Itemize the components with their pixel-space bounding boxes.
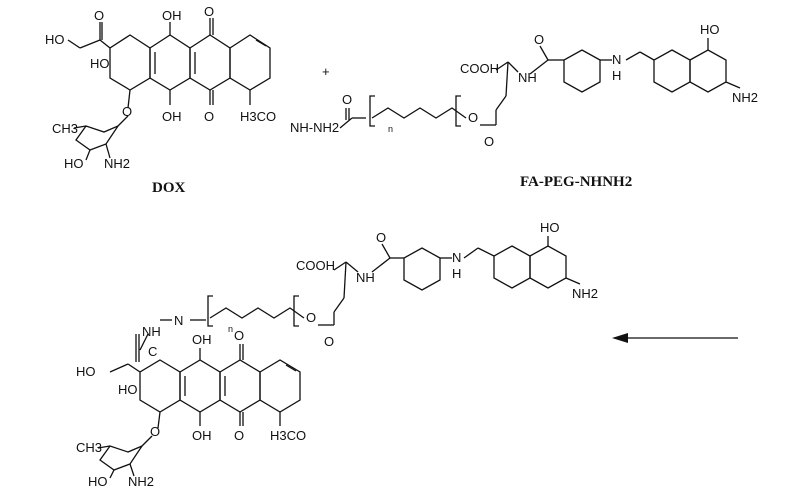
dox-sugar-ho: HO xyxy=(64,156,84,171)
conj-cooh: COOH xyxy=(296,258,335,273)
conj-side-ho: HO xyxy=(76,364,96,379)
fa-amine-nh: N xyxy=(612,52,621,67)
dox-hydroxyl-bottom: OH xyxy=(162,109,182,124)
dox-name: DOX xyxy=(152,180,186,196)
conj-peg-repeat-n: n xyxy=(228,324,233,334)
fa-peg-o: O xyxy=(468,110,478,125)
fa-amide-o: O xyxy=(534,32,544,47)
dox-sugar-nh2: NH2 xyxy=(104,156,130,171)
fa-pteridine-nh2: NH2 xyxy=(732,90,758,105)
conj-ketone-top-o: O xyxy=(234,328,244,343)
fa-peg-repeat-n: n xyxy=(388,124,393,134)
dox-ring-ho: HO xyxy=(90,56,110,71)
fa-cooh: COOH xyxy=(460,61,499,76)
conj-sugar-ch3: CH3 xyxy=(76,440,102,455)
fa-amide-nh: NH xyxy=(518,70,537,85)
conj-amine-n: N xyxy=(452,250,461,265)
fa-hydrazide-nhnh2: NH-NH2 xyxy=(290,120,339,135)
dox-ketone-bottom-o: O xyxy=(204,109,214,124)
conj-amide-o: O xyxy=(376,230,386,245)
conj-hydrazone-c: C xyxy=(148,344,157,359)
fa-amine-h: H xyxy=(612,68,621,83)
dox-side-o: O xyxy=(94,8,104,23)
conj-ketone-bottom-o: O xyxy=(234,428,244,443)
conj-glycoside-o: O xyxy=(150,424,160,439)
conjugate-structure: HO NH2 N H O NH COOH O O n N NH C OH OH … xyxy=(76,220,598,489)
fa-pteridine-oh: HO xyxy=(700,22,720,37)
conj-ring-ho: HO xyxy=(118,382,138,397)
fa-peg-structure: HO NH2 N H O NH COOH O O n O NH-NH2 xyxy=(290,22,758,149)
dox-structure: O O OH OH H3CO O HO HO O CH3 HO NH2 xyxy=(45,4,276,171)
fa-hydrazide-o: O xyxy=(342,92,352,107)
conj-hydrazone-nh: NH xyxy=(142,324,161,339)
dox-sugar-ch3: CH3 xyxy=(52,121,78,136)
fa-ester-o: O xyxy=(484,134,494,149)
conj-hydroxyl-top: OH xyxy=(192,332,212,347)
conj-pteridine-nh2: NH2 xyxy=(572,286,598,301)
conj-sugar-nh2: NH2 xyxy=(128,474,154,489)
conj-hydroxyl-bottom: OH xyxy=(192,428,212,443)
conj-sugar-ho: HO xyxy=(88,474,108,489)
conj-ester-o: O xyxy=(324,334,334,349)
conj-amide-nh: NH xyxy=(356,270,375,285)
fa-peg-name: FA-PEG-NHNH2 xyxy=(520,174,632,190)
dox-hydroxyl-top: OH xyxy=(162,8,182,23)
dox-ketone-top-o: O xyxy=(204,4,214,19)
conj-pteridine-oh: HO xyxy=(540,220,560,235)
conj-methoxy: H3CO xyxy=(270,428,306,443)
conj-peg-o: O xyxy=(306,310,316,325)
conj-hydrazone-n: N xyxy=(174,313,183,328)
plus-sign: + xyxy=(322,64,330,79)
dox-methoxy: H3CO xyxy=(240,109,276,124)
reaction-arrow xyxy=(612,333,738,343)
dox-side-ho: HO xyxy=(45,32,65,47)
dox-glycoside-o: O xyxy=(122,104,132,119)
conj-amine-h: H xyxy=(452,266,461,281)
